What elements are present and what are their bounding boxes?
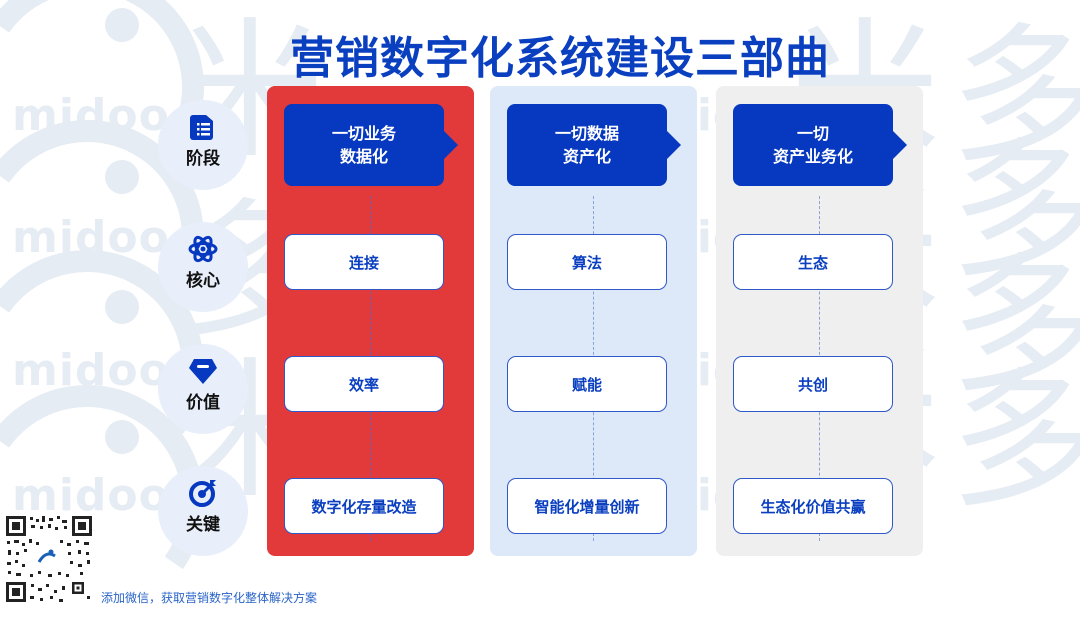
qr-code-icon[interactable] [4, 514, 94, 604]
watermark-char: 多 [950, 125, 1080, 299]
row-label-core: 核心 [158, 222, 248, 312]
stage-line-1: 一切 [796, 124, 829, 143]
core-cell: 算法 [507, 234, 667, 290]
stage-line-1: 一切业务 [331, 124, 396, 143]
watermark-brand: midoo [12, 212, 170, 263]
row-label-value: 价值 [158, 344, 248, 434]
stage-line-2: 数据化 [339, 147, 388, 166]
row-label-text: 阶段 [186, 149, 220, 169]
watermark-logo-dot [105, 290, 139, 324]
row-label-text: 关键 [186, 515, 220, 535]
watermark-logo-dot [105, 420, 139, 454]
watermark-char: 多 [950, 240, 1080, 414]
core-cell: 生态 [733, 234, 893, 290]
atom-icon [188, 235, 218, 263]
stage-line-1: 一切数据 [554, 124, 619, 143]
watermark-char: 多 [950, 355, 1080, 529]
stage-line-2: 资产化 [562, 147, 611, 166]
footer-cta-text: 添加微信，获取营销数字化整体解决方案 [101, 591, 318, 605]
watermark-brand: midoo [12, 345, 170, 396]
diamond-icon [189, 359, 217, 384]
key-cell: 智能化增量创新 [507, 478, 667, 534]
row-label-bg [158, 222, 248, 312]
row-label-key: 关键 [158, 466, 248, 556]
value-cell: 共创 [733, 356, 893, 412]
row-label-stage: 阶段 [158, 100, 248, 190]
page-title: 营销数字化系统建设三部曲 [290, 33, 830, 84]
watermark-brand: midoo [12, 90, 170, 141]
value-cell: 赋能 [507, 356, 667, 412]
phase-column-3: 一切 资产业务化 生态 共创 生态化价值共赢 [716, 86, 923, 556]
stage-box: 一切业务 数据化 [284, 104, 458, 186]
watermark-logo-dot [105, 160, 139, 194]
list-document-icon [190, 115, 213, 140]
phase-column-1: 一切业务 数据化 连接 效率 数字化存量改造 [267, 86, 474, 556]
key-cell: 数字化存量改造 [284, 478, 444, 534]
row-label-text: 价值 [186, 393, 220, 413]
stage-box: 一切数据 资产化 [507, 104, 681, 186]
target-arrow-icon [189, 480, 216, 507]
stage-box: 一切 资产业务化 [733, 104, 907, 186]
row-label-bg [158, 466, 248, 556]
row-label-text: 核心 [186, 271, 220, 291]
stage-line-2: 资产业务化 [772, 147, 853, 166]
key-cell: 生态化价值共赢 [733, 478, 893, 534]
value-cell: 效率 [284, 356, 444, 412]
core-cell: 连接 [284, 234, 444, 290]
phase-column-2: 一切数据 资产化 算法 赋能 智能化增量创新 [490, 86, 697, 556]
